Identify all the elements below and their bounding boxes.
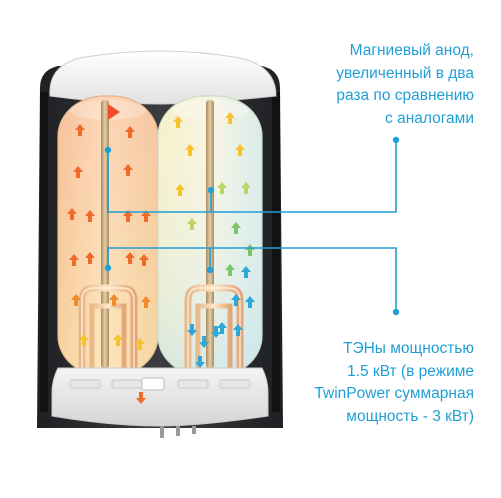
anode-callout-line-2: увеличенный в два	[336, 64, 474, 82]
heaters-callout-line-3: TwinPower суммарная	[314, 385, 474, 402]
heaters-callout-line-1: ТЭНы мощностью	[342, 340, 474, 357]
heater-callout-connector	[104, 247, 400, 316]
anode-callout-line-3: раза по сравнению	[336, 87, 474, 104]
anode-callout-line-1: Магниевый анод,	[349, 42, 474, 59]
heaters-callout-text: ТЭНы мощностью 1.5 кВт (в режиме TwinPow…	[314, 338, 474, 428]
hot-water-arrows	[67, 104, 151, 404]
heater-highlights	[81, 287, 241, 368]
anode-callout-connector	[104, 136, 400, 213]
magnesium-anode-rods	[101, 100, 214, 368]
bottom-base	[51, 367, 269, 438]
heaters-callout-line-4: мощность - 3 кВт)	[346, 407, 474, 425]
heaters-callout-line-2: 1.5 кВт (в режиме	[347, 362, 474, 380]
top-cap	[49, 50, 277, 105]
anode-callout-line-4: с аналогами	[385, 109, 474, 127]
anode-callout-text: Магниевый анод, увеличенный в два раза п…	[336, 40, 474, 130]
